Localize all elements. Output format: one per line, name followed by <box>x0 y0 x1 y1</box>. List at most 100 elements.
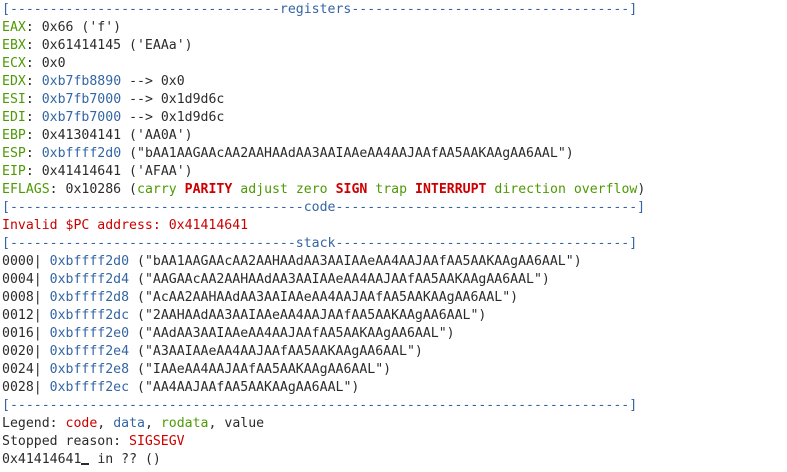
legend-data: data <box>113 416 145 431</box>
rule-left: [---------------------------------- <box>2 2 280 17</box>
registers-list: EAX: 0x66 ('f')EBX: 0x61414145 ('EAAa')E… <box>2 19 787 181</box>
text-cursor <box>81 463 90 465</box>
stack-row: 0012| 0xbffff2dc ("2AAHAAdAA3AAIAAeAA4AA… <box>2 307 787 325</box>
eflag-adjust: adjust <box>240 182 288 197</box>
register-name: EBP <box>2 128 26 143</box>
stack-value: ("AAdAA3AAIAAeAA4AAJAAfAA5AAKAAgAA6AAL") <box>137 326 455 341</box>
code-section-header: [-------------------------------------co… <box>2 199 787 217</box>
register-value: ("bAA1AAGAAcAA2AAHAAdAA3AAIAAeAA4AAJAAfA… <box>121 146 574 161</box>
rule-left: [------------------------------------ <box>2 236 296 251</box>
prompt-suffix: in ?? () <box>89 452 161 467</box>
register-row: ECX: 0x0 <box>2 56 66 71</box>
register-name: ESI <box>2 92 26 107</box>
stack-list: 0000| 0xbffff2d0 ("bAA1AAGAAcAA2AAHAAdAA… <box>2 253 787 397</box>
stack-row: 0020| 0xbffff2e4 ("A3AAIAAeAA4AAJAAfAA5A… <box>2 343 787 361</box>
stack-row: 0024| 0xbffff2e8 ("IAAeAA4AAJAAfAA5AAKAA… <box>2 361 787 379</box>
stack-offset: 0020| <box>2 344 42 359</box>
stack-address: 0xbffff2e8 <box>49 362 130 377</box>
stack-address: 0xbffff2d8 <box>49 290 130 305</box>
eflags-line: EFLAGS: 0x10286 (carry PARITY adjust zer… <box>2 182 646 197</box>
stack-value: ("2AAHAAdAA3AAIAAeAA4AAJAAfAA5AAKAAgAA6A… <box>137 308 487 323</box>
register-row: EDX: 0xb7fb8890 --> 0x0 <box>2 74 185 89</box>
rule-left: [------------------------------------- <box>2 200 304 215</box>
register-value: 0x61414145 ('EAAa') <box>33 38 193 53</box>
stack-offset: 0024| <box>2 362 42 377</box>
eflags-close: ) <box>637 182 646 197</box>
section-title: code <box>303 200 336 215</box>
eflag-sign: SIGN <box>335 182 368 197</box>
register-address: 0xb7fb7000 <box>41 110 122 125</box>
register-row: EBP: 0x41304141 ('AA0A') <box>2 128 193 143</box>
flags-list: carry PARITY adjust zero SIGN trap INTER… <box>137 182 637 197</box>
stack-value: ("IAAeAA4AAJAAfAA5AAKAAgAA6AAL") <box>137 362 392 377</box>
stack-value: ("AAGAAcAA2AAHAAdAA3AAIAAeAA4AAJAAfAA5AA… <box>137 272 550 287</box>
register-address: 0xbffff2d0 <box>41 146 122 161</box>
register-name: EAX <box>2 20 26 35</box>
register-value: 0x41304141 ('AA0A') <box>33 128 193 143</box>
rule-right: -----------------------------------] <box>351 2 638 17</box>
register-name: EIP <box>2 164 26 179</box>
register-value: --> 0x1d9d6c <box>121 110 225 125</box>
stack-address: 0xbffff2ec <box>49 380 130 395</box>
stack-offset: 0012| <box>2 308 42 323</box>
stack-section-header: [------------------------------------sta… <box>2 235 787 253</box>
footer-rule: [---------------------------------------… <box>2 398 638 413</box>
stack-address: 0xbffff2e0 <box>49 326 130 341</box>
legend-prefix: Legend: <box>2 416 66 431</box>
stack-offset: 0004| <box>2 272 42 287</box>
stack-row: 0000| 0xbffff2d0 ("bAA1AAGAAcAA2AAHAAdAA… <box>2 253 787 271</box>
register-row: EIP: 0x41414641 ('AFAA') <box>2 164 193 179</box>
stopped-reason: SIGSEGV <box>129 434 185 449</box>
stopped-label: Stopped reason: <box>2 434 130 449</box>
register-name: EFLAGS <box>2 182 50 197</box>
registers-section-header: [----------------------------------regis… <box>2 1 787 19</box>
stack-address: 0xbffff2dc <box>49 308 130 323</box>
stack-offset: 0000| <box>2 254 42 269</box>
eflag-interrupt: INTERRUPT <box>415 182 487 197</box>
section-title: stack <box>295 236 336 251</box>
stack-offset: 0028| <box>2 380 42 395</box>
register-row: EBX: 0x61414145 ('EAAa') <box>2 38 193 53</box>
rule-right: -------------------------------------] <box>335 236 638 251</box>
stack-address: 0xbffff2e4 <box>49 344 130 359</box>
register-row: EAX: 0x66 ('f') <box>2 20 122 35</box>
prompt-address: 0x41414641 <box>2 452 82 467</box>
register-name: EDI <box>2 110 26 125</box>
stack-value: ("bAA1AAGAAcAA2AAHAAdAA3AAIAAeAA4AAJAAfA… <box>137 254 582 269</box>
register-value: 0x66 ('f') <box>33 20 122 35</box>
stack-offset: 0008| <box>2 290 42 305</box>
eflag-parity: PARITY <box>184 182 233 197</box>
stack-value: ("AcAA2AAHAAdAA3AAIAAeAA4AAJAAfAA5AAKAAg… <box>137 290 519 305</box>
stack-row: 0008| 0xbffff2d8 ("AcAA2AAHAAdAA3AAIAAeA… <box>2 289 787 307</box>
rule-right: --------------------------------------] <box>335 200 646 215</box>
eflag-trap: trap <box>375 182 408 197</box>
register-address: 0xb7fb7000 <box>41 92 122 107</box>
register-value: 0x0 <box>33 56 66 71</box>
stack-row: 0016| 0xbffff2e0 ("AAdAA3AAIAAeAA4AAJAAf… <box>2 325 787 343</box>
stack-address: 0xbffff2d4 <box>49 272 130 287</box>
register-name: EBX <box>2 38 26 53</box>
register-value: --> 0x1d9d6c <box>121 92 225 107</box>
stopped-reason-line: Stopped reason: SIGSEGV <box>2 433 787 451</box>
eflag-carry: carry <box>137 182 177 197</box>
stack-value: ("AA4AAJAAfAA5AAKAAgAA6AAL") <box>137 380 360 395</box>
prompt-line[interactable]: 0x41414641 in ?? () <box>2 451 787 469</box>
eflag-direction: direction <box>494 182 566 197</box>
register-row: ESP: 0xbffff2d0 ("bAA1AAGAAcAA2AAHAAdAA3… <box>2 146 574 161</box>
register-name: EDX <box>2 74 26 89</box>
legend-value: value <box>224 416 265 431</box>
register-name: ESP <box>2 146 26 161</box>
stack-address: 0xbffff2d0 <box>49 254 130 269</box>
stack-row: 0028| 0xbffff2ec ("AA4AAJAAfAA5AAKAAgAA6… <box>2 379 787 397</box>
legend-rodata: rodata <box>160 416 209 431</box>
register-row: ESI: 0xb7fb7000 --> 0x1d9d6c <box>2 92 225 107</box>
register-address: 0xb7fb8890 <box>41 74 122 89</box>
eflag-zero: zero <box>295 182 328 197</box>
legend-items: code, data, rodata, value <box>65 416 265 431</box>
invalid-pc-message: Invalid $PC address: 0x41414641 <box>2 218 249 233</box>
register-value: --> 0x0 <box>121 74 185 89</box>
stack-row: 0004| 0xbffff2d4 ("AAGAAcAA2AAHAAdAA3AAI… <box>2 271 787 289</box>
eflags-value: 0x10286 ( <box>57 182 137 197</box>
register-value: 0x41414641 ('AFAA') <box>33 164 193 179</box>
